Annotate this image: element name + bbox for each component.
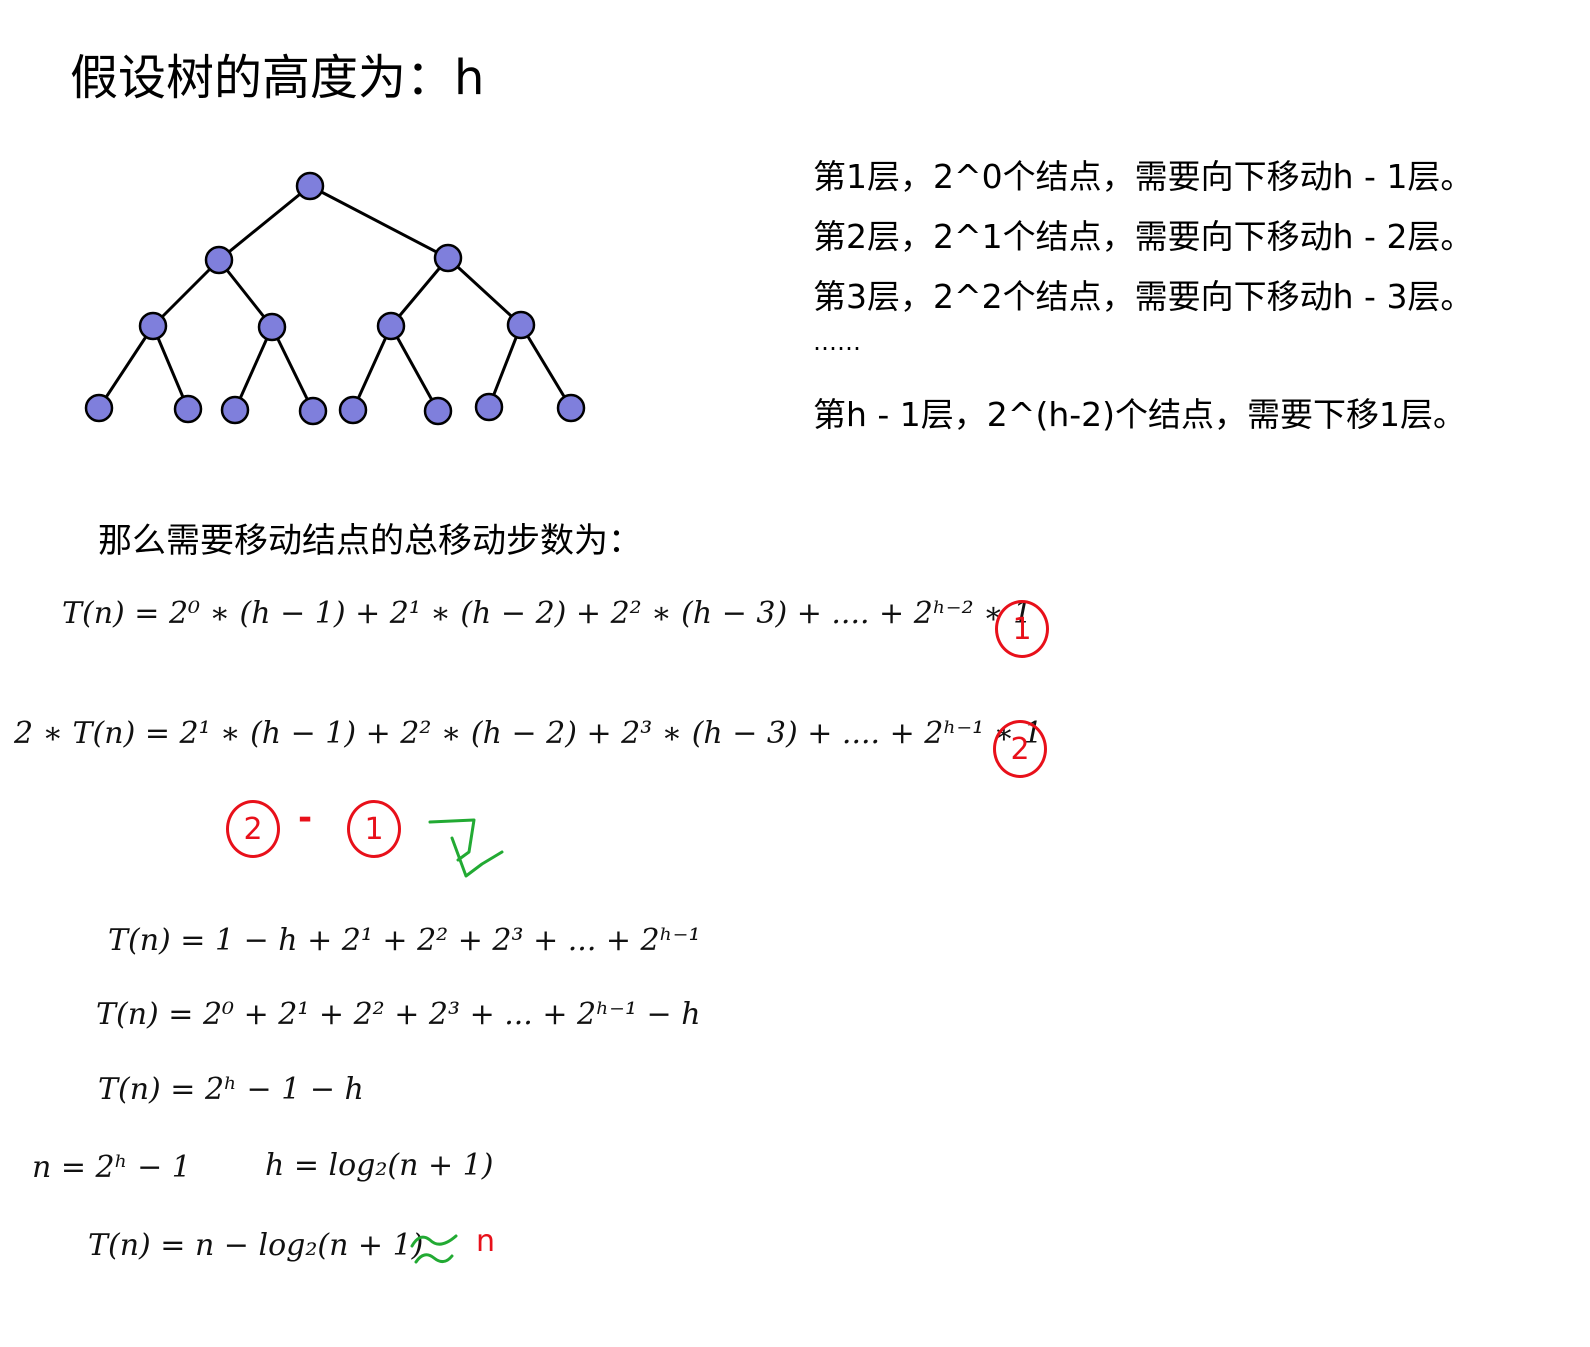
approx-equal-icon [410,1234,458,1264]
tree-node-leaf [220,395,250,425]
equation-1: T(n) = 2⁰ ∗ (h − 1) + 2¹ ∗ (h − 2) + 2² … [62,596,1033,631]
tree-node [433,243,463,273]
tree-node-leaf [556,393,586,423]
level-description: 第2层，2^1个结点，需要向下移动h - 2层。 [813,217,1474,256]
tree-node [138,311,168,341]
derivation-step-1: T(n) = 1 − h + 2¹ + 2² + 2³ + ... + 2ʰ⁻¹ [108,923,701,958]
tree-edge [97,325,155,409]
approx-result: n [476,1224,496,1259]
tree-edge [270,326,315,412]
equation-2-marker: 2 [993,720,1047,778]
final-result: T(n) = n − log₂(n + 1) [88,1228,424,1263]
tree-edge [151,325,190,410]
page-title: 假设树的高度为：h [70,50,485,106]
subtitle: 那么需要移动结点的总移动步数为： [98,521,642,561]
tree-edge [389,257,450,327]
tree-node-root [295,171,325,201]
tree-edge [389,325,440,412]
tree-edge [519,324,573,409]
level-description: 第1层，2^0个结点，需要向下移动h - 1层。 [813,157,1474,196]
tree-edge [233,326,274,411]
equation-1-marker: 1 [995,600,1049,658]
tree-node-leaf [84,393,114,423]
tree-node [204,245,234,275]
tree-node-leaf [298,396,328,426]
tree-node [257,312,287,342]
tree-edge [309,184,449,260]
level-description: 第h - 1层，2^(h-2)个结点，需要下移1层。 [813,395,1467,434]
derivation-step-2: T(n) = 2⁰ + 2¹ + 2² + 2³ + ... + 2ʰ⁻¹ − … [96,997,701,1032]
tree-edge [487,324,523,408]
tree-node [376,311,406,341]
green-down-arrow-icon [428,818,504,878]
tree-node-leaf [423,396,453,426]
h-definition: h = log₂(n + 1) [265,1148,494,1183]
tree-node-leaf [173,394,203,424]
tree-edge [351,325,393,411]
equation-2: 2 ∗ T(n) = 2¹ ∗ (h − 1) + 2² ∗ (h − 2) +… [14,716,1043,751]
difference-left-marker: 2 [226,800,280,858]
tree-node-leaf [338,395,368,425]
tree-node-leaf [474,392,504,422]
tree-edge [446,256,523,327]
level-description: 第3层，2^2个结点，需要向下移动h - 3层。 [813,277,1474,316]
difference-minus: - [298,798,313,838]
tree-edges [97,184,573,412]
tree-edge [151,258,221,328]
tree-node [506,310,536,340]
level-ellipsis: …… [813,328,861,356]
difference-right-marker: 1 [347,800,401,858]
n-definition: n = 2ʰ − 1 [32,1150,191,1185]
derivation-step-3: T(n) = 2ʰ − 1 − h [98,1072,364,1107]
binary-tree-diagram [84,171,586,426]
tree-edge [218,184,311,262]
tree-nodes [84,171,586,426]
